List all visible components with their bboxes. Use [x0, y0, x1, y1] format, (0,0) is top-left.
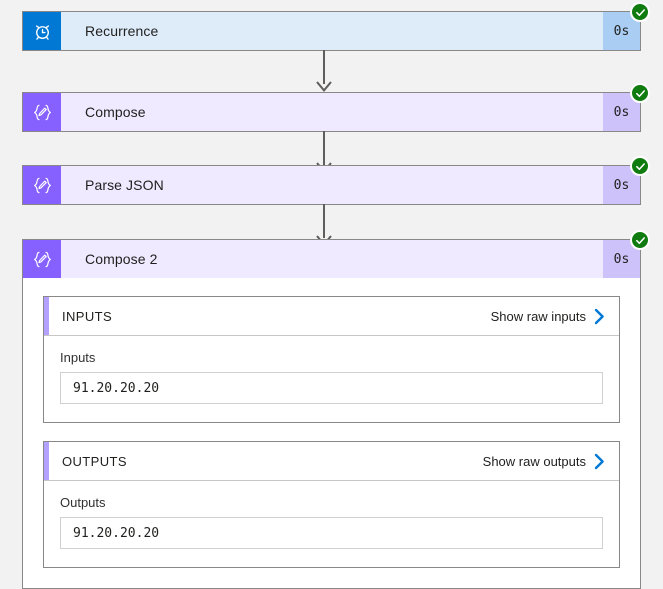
chevron-right-icon — [594, 453, 605, 470]
inputs-panel-content: Inputs 91.20.20.20 — [44, 336, 619, 422]
status-badge-succeeded — [630, 156, 650, 176]
inputs-field-value[interactable]: 91.20.20.20 — [60, 372, 603, 404]
outputs-field-value[interactable]: 91.20.20.20 — [60, 517, 603, 549]
compose-braces-pencil-icon — [23, 240, 61, 278]
status-badge-succeeded — [630, 230, 650, 250]
node-title: Recurrence — [61, 12, 603, 50]
outputs-panel-header: OUTPUTS Show raw outputs — [44, 442, 619, 481]
alarm-clock-icon — [23, 12, 61, 50]
show-raw-inputs-link[interactable]: Show raw inputs — [491, 308, 605, 325]
outputs-panel: OUTPUTS Show raw outputs Outputs 91.20.2… — [43, 441, 620, 568]
node-header[interactable]: Recurrence 0s — [23, 2, 650, 50]
flow-node-compose[interactable]: Compose 0s — [22, 83, 650, 132]
logic-app-run-flow: Recurrence 0s Compose — [22, 2, 650, 589]
node-header[interactable]: Parse JSON 0s — [23, 156, 650, 204]
outputs-field-label: Outputs — [60, 495, 106, 510]
node-header[interactable]: Compose 2 0s — [23, 230, 650, 278]
flow-node-recurrence[interactable]: Recurrence 0s — [22, 2, 650, 51]
node-title: Compose — [61, 93, 603, 131]
inputs-panel: INPUTS Show raw inputs Inputs 91.20.20.2… — [43, 296, 620, 423]
status-badge-succeeded — [630, 2, 650, 22]
node-duration: 0s — [603, 166, 640, 204]
flow-node-parse-json[interactable]: Parse JSON 0s — [22, 156, 650, 205]
show-raw-inputs-label: Show raw inputs — [490, 308, 586, 324]
node-header[interactable]: Compose 0s — [23, 83, 650, 131]
outputs-panel-title: OUTPUTS — [62, 453, 127, 469]
inputs-field-label: Inputs — [60, 350, 96, 365]
outputs-panel-content: Outputs 91.20.20.20 — [44, 481, 619, 567]
panel-accent-bar — [44, 442, 49, 480]
flow-node-compose-2[interactable]: Compose 2 0s INPUTS Show raw inputs — [22, 230, 650, 589]
connector-arrow-1 — [316, 50, 332, 92]
inputs-panel-header: INPUTS Show raw inputs — [44, 297, 619, 336]
inputs-panel-title: INPUTS — [62, 308, 113, 324]
panel-accent-bar — [44, 297, 49, 335]
show-raw-outputs-link[interactable]: Show raw outputs — [483, 453, 605, 470]
status-badge-succeeded — [630, 83, 650, 103]
node-duration: 0s — [603, 12, 640, 50]
compose-braces-pencil-icon — [23, 166, 61, 204]
chevron-right-icon — [594, 308, 605, 325]
show-raw-outputs-label: Show raw outputs — [482, 453, 586, 469]
node-title: Parse JSON — [61, 166, 603, 204]
node-details-body: INPUTS Show raw inputs Inputs 91.20.20.2… — [23, 278, 640, 588]
node-title: Compose 2 — [61, 240, 603, 278]
compose-braces-pencil-icon — [23, 93, 61, 131]
